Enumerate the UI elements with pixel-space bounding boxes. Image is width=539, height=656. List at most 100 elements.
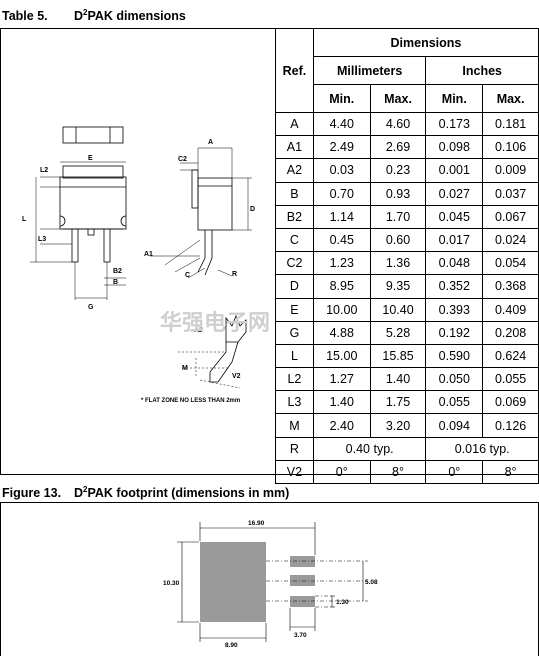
- cell-mm-min: 0.45: [312, 227, 371, 253]
- side-view-outline: [191, 169, 233, 276]
- cell-mm-min: 0°: [312, 459, 371, 485]
- svg-text:A1: A1: [144, 251, 153, 258]
- cell-in-max: 0.368: [482, 274, 539, 299]
- cell-mm-max: 1.70: [369, 204, 427, 229]
- cell-in-max: 0.409: [482, 297, 539, 322]
- svg-text:C2: C2: [178, 156, 187, 163]
- table-caption: Table 5.D2PAK dimensions: [2, 8, 186, 24]
- cell-mm-max: 5.28: [369, 320, 427, 345]
- header-in-min: Min.: [425, 84, 484, 113]
- cell-ref: M: [275, 413, 314, 438]
- svg-text:A: A: [208, 139, 213, 146]
- front-view-dimensions: [30, 161, 126, 300]
- cell-mm-min: 1.40: [312, 390, 371, 415]
- svg-text:D: D: [250, 206, 255, 213]
- cell-ref: B: [275, 181, 314, 206]
- cell-mm-min: 4.40: [312, 111, 371, 137]
- header-mm-max: Max.: [369, 84, 427, 113]
- cell-in-min: 0.027: [425, 181, 484, 206]
- dimensions-table: Ref. Dimensions Millimeters Inches Min. …: [275, 28, 539, 485]
- svg-text:C: C: [185, 272, 190, 279]
- cell-mm: 0.40 typ.: [312, 436, 427, 461]
- svg-text:L3: L3: [38, 236, 46, 243]
- svg-text:10.30: 10.30: [163, 580, 180, 587]
- cell-mm-max: 2.69: [369, 135, 427, 160]
- cell-in-min: 0.048: [425, 251, 484, 276]
- cell-in-min: 0°: [425, 459, 484, 485]
- detail-view-dimensions: [178, 351, 241, 389]
- cell-in-min: 0.192: [425, 320, 484, 345]
- cell-ref: A1: [275, 135, 314, 160]
- cell-in-max: 0.126: [482, 413, 539, 438]
- cell-in-max: 8°: [482, 459, 539, 485]
- cell-mm-min: 0.70: [312, 181, 371, 206]
- cell-mm-max: 8°: [369, 459, 427, 485]
- cell-mm-max: 0.60: [369, 227, 427, 253]
- svg-text:* FLAT ZONE NO LESS THAN 2mm: * FLAT ZONE NO LESS THAN 2mm: [141, 398, 240, 404]
- cell-in-max: 0.024: [482, 227, 539, 253]
- header-mm-min: Min.: [312, 84, 371, 113]
- cell-in-max: 0.037: [482, 181, 539, 206]
- svg-text:16.90: 16.90: [248, 520, 265, 527]
- svg-text:B: B: [113, 279, 118, 286]
- cell-in-max: 0.624: [482, 343, 539, 369]
- cell-in-max: 0.208: [482, 320, 539, 345]
- cell-mm-max: 9.35: [369, 274, 427, 299]
- cell-ref: E: [275, 297, 314, 322]
- cell-in-max: 0.069: [482, 390, 539, 415]
- front-view-outline: [59, 165, 127, 263]
- cell-in-max: 0.067: [482, 204, 539, 229]
- cell-mm-min: 8.95: [312, 274, 371, 299]
- cell-mm-max: 0.93: [369, 181, 427, 206]
- svg-text:1.30: 1.30: [336, 599, 349, 606]
- cell-mm-min: 10.00: [312, 297, 371, 322]
- cell-ref: B2: [275, 204, 314, 229]
- cell-ref: L: [275, 343, 314, 369]
- table-row: V2 0° 8° 0° 8°: [275, 459, 539, 485]
- cell-in-min: 0.017: [425, 227, 484, 253]
- cell-mm-max: 1.36: [369, 251, 427, 276]
- cell-mm-max: 1.40: [369, 367, 427, 392]
- footprint-labels: 16.90 10.30 8.90 3.70 5.08 1.30: [163, 520, 378, 649]
- cell-in: 0.016 typ.: [425, 436, 539, 461]
- svg-text:A2: A2: [194, 327, 203, 334]
- header-in-max: Max.: [482, 84, 539, 113]
- header-millimeters: Millimeters: [312, 56, 427, 85]
- cell-mm-min: 2.49: [312, 135, 371, 160]
- cell-mm-max: 4.60: [369, 111, 427, 137]
- cell-ref: R: [275, 436, 314, 461]
- footprint-pads-small: [290, 556, 315, 607]
- svg-text:R: R: [232, 271, 237, 278]
- cell-in-max: 0.055: [482, 367, 539, 392]
- cell-ref: L2: [275, 367, 314, 392]
- cell-mm-max: 0.23: [369, 158, 427, 183]
- cell-mm-min: 1.23: [312, 251, 371, 276]
- cell-in-max: 0.054: [482, 251, 539, 276]
- cell-in-min: 0.055: [425, 390, 484, 415]
- cell-ref: C: [275, 227, 314, 253]
- figure-frame: [0, 502, 539, 656]
- figure-caption: Figure 13.D2PAK footprint (dimensions in…: [2, 485, 290, 501]
- cell-mm-max: 1.75: [369, 390, 427, 415]
- cell-in-min: 0.590: [425, 343, 484, 369]
- cell-ref: C2: [275, 251, 314, 276]
- top-view-outline: [62, 126, 124, 144]
- cell-mm-max: 3.20: [369, 413, 427, 438]
- cell-in-max: 0.009: [482, 158, 539, 183]
- cell-mm-min: 2.40: [312, 413, 371, 438]
- detail-view-outline: [209, 314, 247, 383]
- svg-text:L2: L2: [40, 167, 48, 174]
- svg-text:3.70: 3.70: [294, 632, 307, 639]
